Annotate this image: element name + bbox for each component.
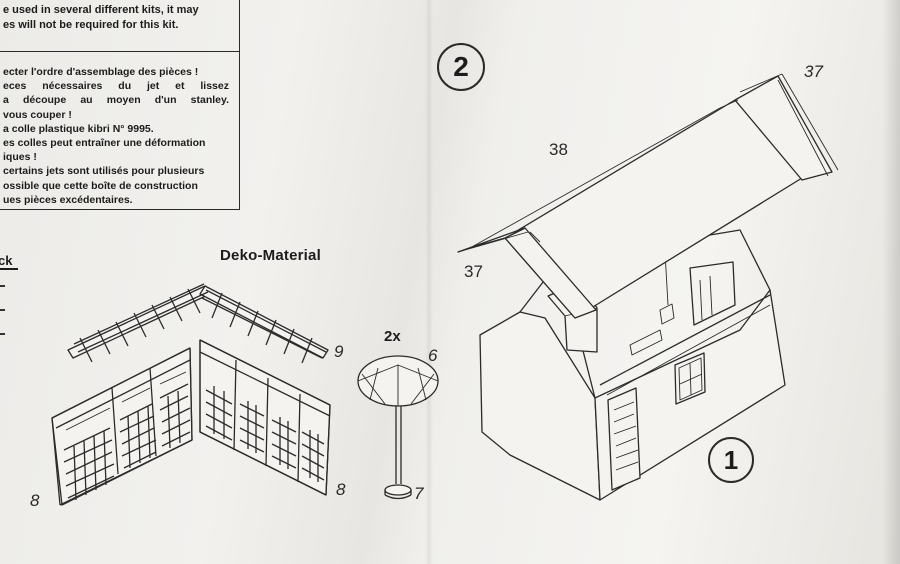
- step-1-badge: 1: [708, 437, 754, 483]
- part-number-fence-right: 8: [336, 480, 346, 499]
- fence-right-illustration: [199, 339, 331, 496]
- fence-left-illustration: [51, 347, 193, 506]
- deko-material-heading: Deko-Material: [220, 247, 321, 264]
- umbrella-multiplier: 2x: [384, 328, 401, 345]
- part-number-roof-panel: 38: [549, 140, 568, 159]
- fr-line-6: es colles peut entraîner une déformation: [3, 137, 206, 150]
- list-dashes: [0, 285, 6, 357]
- section-label: ck: [0, 254, 19, 270]
- part-number-fence-left: 8: [30, 491, 40, 510]
- fr-line-10: ues pièces excédentaires.: [3, 193, 133, 206]
- fr-line-1: ecter l'ordre d'assemblage des pièces !: [3, 66, 199, 78]
- info-line-1: e used in several different kits, it may: [3, 4, 199, 16]
- part-number-roof-left: 37: [464, 262, 483, 281]
- part-number-roof-right: 37: [804, 62, 823, 81]
- part-number-umbrella-top: 6: [428, 346, 438, 365]
- house-assembly-illustration: [457, 73, 839, 501]
- fr-line-8: certains jets sont utilisés pour plusieu…: [3, 165, 205, 178]
- fr-line-3: a découpe au moyen d'un stanley.: [3, 94, 229, 107]
- fr-line-7: iques !: [3, 151, 37, 164]
- paper-edge-shadow: [882, 0, 900, 564]
- info-line-2: es will not be required for this kit.: [3, 18, 179, 31]
- info-box-english: e used in several different kits, it may…: [0, 0, 240, 52]
- paper-fold: [425, 0, 433, 564]
- part-number-pergola: 9: [334, 342, 344, 361]
- step-2-badge: 2: [437, 43, 485, 91]
- fr-line-5: a colle plastique kibri N° 9995.: [3, 122, 154, 135]
- pergola-lattice-illustration: [67, 283, 329, 364]
- fr-line-4: vous couper !: [3, 108, 72, 121]
- fr-line-2: eces nécessaires du jet et lissez: [3, 80, 229, 93]
- fr-line-9: ossible que cette boîte de construction: [3, 179, 198, 192]
- umbrella-illustration: [357, 355, 439, 500]
- info-box-french: ecter l'ordre d'assemblage des pièces ! …: [0, 52, 240, 210]
- part-number-umbrella-base: 7: [414, 484, 424, 503]
